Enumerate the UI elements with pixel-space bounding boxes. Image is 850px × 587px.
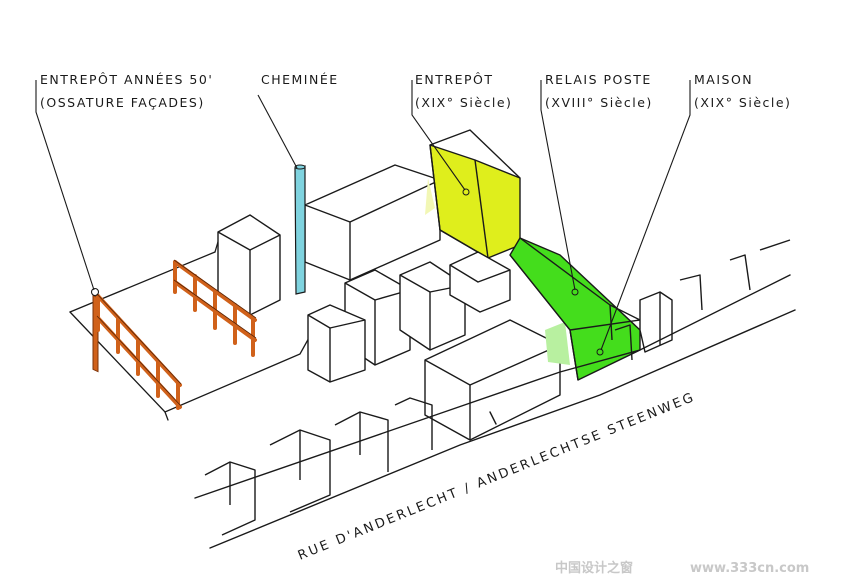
facade-frame-b xyxy=(173,260,257,357)
right-buildings xyxy=(639,291,673,353)
facade-marker xyxy=(90,287,100,297)
label-entrepot: ENTREPÔT xyxy=(415,72,493,87)
label-maison-siecle: (XIX° Siècle) xyxy=(694,95,791,110)
label-maison: MAISON xyxy=(694,72,753,87)
back-warehouse-block xyxy=(304,164,441,281)
street-lines xyxy=(194,274,796,549)
facade-frame-outline xyxy=(96,259,257,407)
relais-poste-block xyxy=(509,237,641,381)
label-entrepot-siecle: (XIX° Siècle) xyxy=(415,95,512,110)
facade-frame-a xyxy=(96,294,182,410)
chimney xyxy=(294,164,306,295)
front-long-block xyxy=(424,319,561,441)
street-facade-buildings xyxy=(204,239,791,536)
watermark-cn: 中国设计之窗 xyxy=(555,560,633,576)
label-entrepot-annees: ENTREPÔT ANNÉES 50' xyxy=(40,72,213,87)
middle-blocks xyxy=(307,251,511,383)
leader-lines xyxy=(35,80,691,351)
label-cheminee: CHEMINÉE xyxy=(261,72,339,87)
label-ossature-facades: (OSSATURE FAÇADES) xyxy=(40,95,205,110)
label-relais-poste: RELAIS POSTE xyxy=(545,72,652,87)
label-relais-siecle: (XVIII° Siècle) xyxy=(545,95,653,110)
watermark-url: www.333cn.com xyxy=(690,561,809,576)
